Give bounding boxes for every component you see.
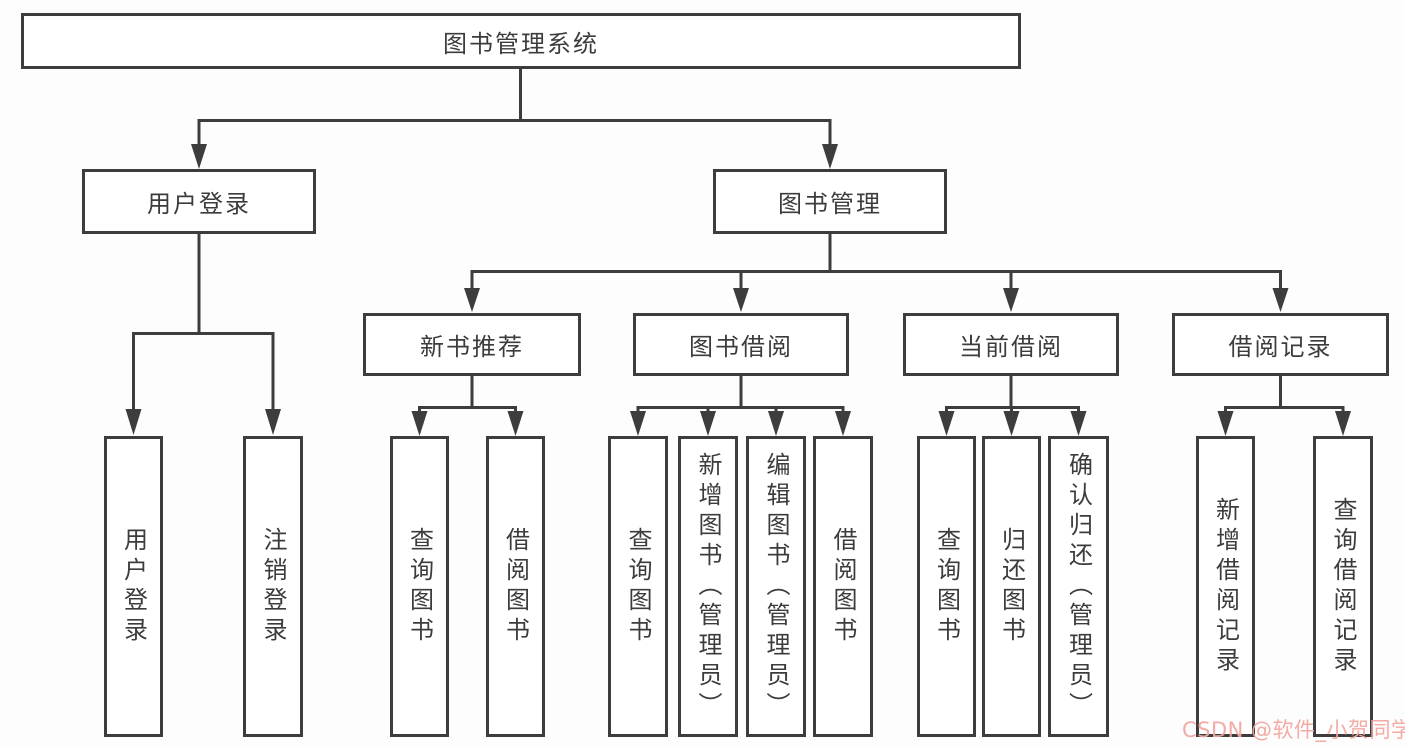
- leaf-borrow-books: 借阅图书: [813, 436, 873, 737]
- leaf-confirm-return-admin: 确认归还（管理员）: [1048, 436, 1109, 737]
- csdn-watermark: CSDN @软件_小贺同学: [1182, 718, 1405, 742]
- leaf-query-borrow-record: 查询借阅记录: [1313, 436, 1373, 737]
- node-user-login: 用户登录: [82, 169, 316, 234]
- node-book-management: 图书管理: [713, 169, 947, 234]
- leaf-query-books-current: 查询图书: [917, 436, 976, 737]
- node-new-book-recommend: 新书推荐: [363, 313, 581, 376]
- leaf-query-books-borrowing: 查询图书: [608, 436, 668, 737]
- leaf-add-books-admin: 新增图书（管理员）: [678, 436, 738, 737]
- node-borrowing-records: 借阅记录: [1172, 313, 1389, 376]
- leaf-user-login: 用户登录: [104, 436, 163, 737]
- leaf-logout-login: 注销登录: [243, 436, 303, 737]
- node-book-borrowing: 图书借阅: [633, 313, 849, 376]
- node-library-management-system: 图书管理系统: [21, 13, 1021, 69]
- leaf-add-borrow-record: 新增借阅记录: [1196, 436, 1255, 737]
- leaf-borrow-books-recommend: 借阅图书: [486, 436, 545, 737]
- leaf-return-books: 归还图书: [982, 436, 1041, 737]
- leaf-edit-books-admin: 编辑图书（管理员）: [746, 436, 806, 737]
- node-current-borrowing: 当前借阅: [903, 313, 1119, 376]
- leaf-query-books-recommend: 查询图书: [390, 436, 449, 737]
